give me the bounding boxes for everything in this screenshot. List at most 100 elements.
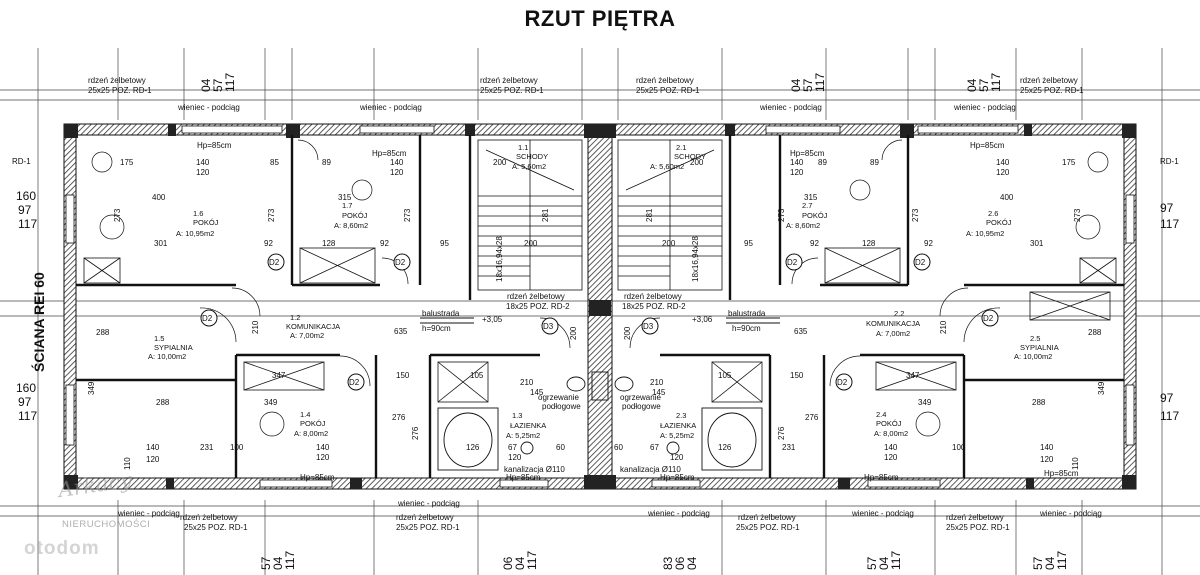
plan-label: 04 (199, 78, 213, 92)
core-spec: 25x25 POZ. RD-1 (1020, 86, 1084, 95)
plan-label: 200 (662, 239, 676, 248)
room-id: 1.7 (342, 201, 352, 210)
plan-label: 110 (1071, 457, 1080, 470)
plan-label: 140 (146, 443, 160, 452)
door-tag-d3: D3 (541, 317, 559, 335)
plan-label: 89 (818, 158, 827, 167)
plan-label: 273 (777, 208, 786, 222)
plan-label: 100 (952, 443, 966, 452)
plan-label: 210 (251, 320, 260, 334)
core-spec: 18x25 POZ. RD-2 (622, 302, 686, 311)
door-tag-d2: D2 (200, 309, 218, 327)
plan-label: 117 (1160, 217, 1179, 231)
plan-label: 04 (513, 556, 527, 570)
room-name: POKÓJ (342, 211, 368, 220)
plan-label: 57 (259, 556, 273, 570)
plan-label: 301 (1030, 239, 1044, 248)
plan-label: 128 (862, 239, 876, 248)
plan-label: 117 (525, 551, 539, 570)
plan-label: 349 (918, 398, 932, 407)
plan-label: 145 (652, 388, 666, 397)
plan-label: 120 (1040, 455, 1054, 464)
plan-label: 210 (520, 378, 534, 387)
plan-label: 160 (16, 189, 36, 203)
plan-label: 06 (501, 556, 515, 570)
plan-label: 210 (650, 378, 664, 387)
plan-label: 95 (440, 239, 449, 248)
room-area: A: 5,60m2 (650, 162, 684, 171)
plan-label: 120 (316, 453, 330, 462)
room-id: 2.7 (802, 201, 812, 210)
plan-label: 349 (1097, 381, 1106, 395)
plan-label: 117 (1160, 409, 1179, 423)
plan-label: 126 (466, 443, 480, 452)
plan-label: 06 (673, 556, 687, 570)
sill-height: Hp=85cm (864, 473, 899, 482)
plan-label: 83 (661, 556, 675, 570)
watermark-corner: otodom (24, 538, 100, 559)
room-area: A: 8,00m2 (874, 429, 908, 438)
plan-label: 97 (18, 395, 32, 409)
windows (65, 125, 1135, 488)
plan-label: 120 (146, 455, 160, 464)
plan-label: 273 (267, 208, 276, 222)
plan-label: 140 (196, 158, 210, 167)
room-area: A: 8,60m2 (786, 221, 820, 230)
vertical-dimensions: 273 273 273 273 273 273 281 281 18x16,94… (87, 208, 1106, 470)
door-tag-d3: D3 (641, 317, 659, 335)
room-name: SYPIALNIA (154, 343, 193, 352)
room-area: A: 10,95m2 (966, 229, 1004, 238)
plan-label: 315 (338, 193, 352, 202)
plan-label: 100 (230, 443, 244, 452)
balustrades (420, 317, 780, 324)
plan-label: 04 (789, 78, 803, 92)
sill-height: Hp=85cm (300, 473, 335, 482)
plan-label: 120 (508, 453, 522, 462)
plan-label: 117 (18, 409, 37, 423)
plan-label: 347 (906, 371, 920, 380)
plan-label: 150 (790, 371, 804, 380)
plan-label: 200 (493, 158, 507, 167)
plan-label: 128 (322, 239, 336, 248)
partitions (76, 135, 1124, 478)
core-label: rdzeń żelbetowy (624, 292, 682, 301)
room-name: KOMUNIKACJA (866, 319, 920, 328)
balustrade-height: h=90cm (422, 324, 451, 333)
plan-label: 117 (813, 73, 827, 92)
plan-label: 18x16,94x28 (495, 236, 504, 282)
room-area: A: 7,00m2 (876, 329, 910, 338)
door-tag-d2: D2 (785, 253, 803, 271)
plan-label: 200 (569, 326, 578, 340)
plan-label: D2 (349, 378, 360, 387)
plan-label: 273 (911, 208, 920, 222)
plan-label: 92 (810, 239, 819, 248)
plan-label: D2 (915, 258, 926, 267)
beam-label: wieniec - podciąg (117, 509, 180, 518)
core-spec: 25x25 POZ. RD-1 (184, 523, 248, 532)
plan-label: 160 (16, 381, 36, 395)
room-area: A: 10,95m2 (176, 229, 214, 238)
core-label: rdzeń żelbetowy (636, 76, 694, 85)
core-spec: 25x25 POZ. RD-1 (946, 523, 1010, 532)
core-label: rdzeń żelbetowy (88, 76, 146, 85)
room-id: 2.4 (876, 410, 886, 419)
plan-label: 400 (152, 193, 166, 202)
plan-label: D2 (837, 378, 848, 387)
plan-label: 140 (790, 158, 804, 167)
rd-label: RD-1 (12, 157, 31, 166)
core-spec: 25x25 POZ. RD-1 (88, 86, 152, 95)
plan-label: 117 (223, 73, 237, 92)
fire-wall-label: ŚCIANA REI 60 (30, 272, 47, 372)
heating-label: ogrzewanie (538, 393, 579, 402)
plan-label: 301 (154, 239, 168, 248)
core-label: rdzeń żelbetowy (738, 513, 796, 522)
heating-label: ogrzewanie (620, 393, 661, 402)
plan-label: 120 (884, 453, 898, 462)
core-label: rdzeń żelbetowy (180, 513, 238, 522)
room-area: A: 8,00m2 (294, 429, 328, 438)
plan-label: 57 (801, 78, 815, 92)
beam-label: wieniec - podciąg (647, 509, 710, 518)
plan-label: 210 (939, 320, 948, 334)
plan-label: 89 (322, 158, 331, 167)
